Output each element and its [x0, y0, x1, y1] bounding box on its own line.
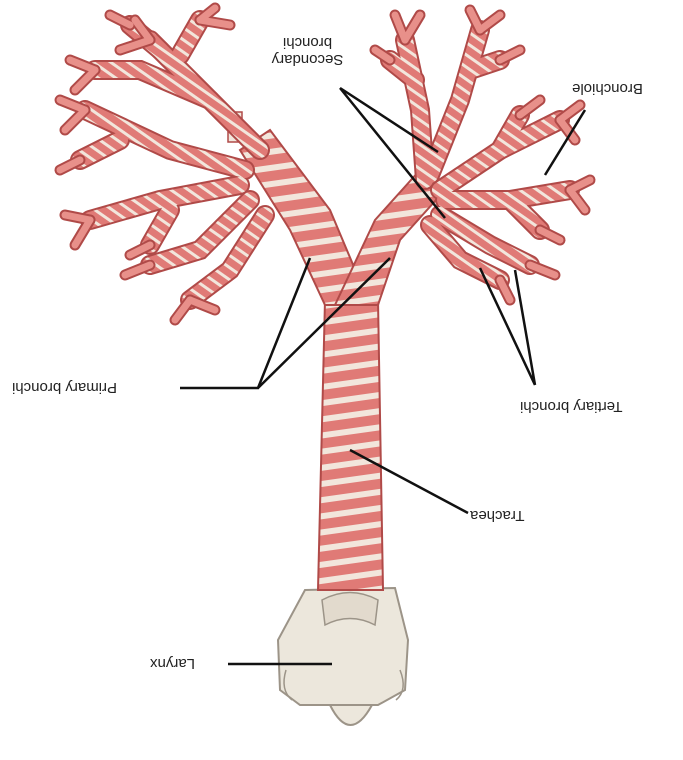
label-tertiary-bronchi: Tertiary bronchi — [520, 398, 623, 415]
left-bronchial-branches — [60, 8, 265, 320]
label-primary-bronchi: Primary bronchi — [12, 379, 117, 396]
label-trachea: Trachea — [470, 507, 524, 524]
label-bronchiole: Bronchiole — [572, 80, 643, 97]
larynx — [278, 588, 408, 725]
label-secondary-bronchi-line: Secondary — [250, 51, 365, 68]
trachea — [318, 300, 383, 590]
label-larynx: Larynx — [150, 655, 195, 672]
label-secondary-bronchi-line: bronchi — [250, 34, 365, 51]
